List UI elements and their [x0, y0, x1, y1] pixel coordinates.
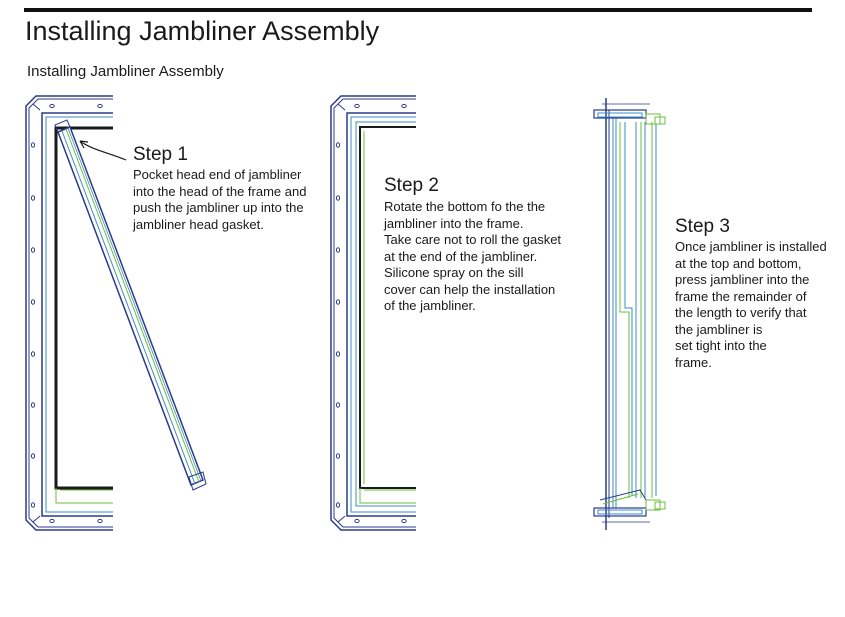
step1-line: into the head of the frame and [133, 183, 307, 199]
step2-frame-diagram [330, 95, 416, 531]
step1-frame-diagram [25, 95, 113, 531]
step3-line: frame. [675, 354, 712, 370]
step3-line: the length to verify that [675, 305, 807, 320]
step3-line: at the top and bottom, [675, 255, 802, 271]
page-title: Installing Jambliner Assembly [25, 16, 380, 46]
step2-line: Silicone spray on the sill [384, 265, 524, 280]
step2-line: cover can help the installation [384, 281, 556, 297]
step2-heading: Step 2 [384, 175, 439, 196]
step1-line: Pocket head end of jambliner [133, 167, 302, 182]
step1-line: push the jambliner up into the [133, 200, 304, 215]
step3-instructions: Once jambliner is installed at the top a… [675, 239, 827, 371]
page-subtitle: Installing Jambliner Assembly [27, 63, 224, 80]
step1-heading: Step 1 [133, 144, 188, 165]
step3-heading: Step 3 [675, 216, 730, 237]
step3-line: Once jambliner is installed [675, 239, 827, 254]
step3-line: frame the remainder of [675, 288, 807, 304]
step3-line: press jambliner into the [675, 272, 810, 287]
step2-line: Take care not to roll the gasket [384, 232, 562, 247]
step1-line: jambliner head gasket. [133, 216, 264, 232]
step3-section-diagram [593, 98, 666, 530]
step2-instructions: Rotate the bottom fo the the jambliner i… [384, 199, 561, 315]
step2-line: jambliner into the frame. [384, 215, 524, 231]
step1-instructions: Pocket head end of jambliner into the he… [133, 167, 306, 233]
step2-line: of the jambliner. [384, 298, 476, 313]
step1-tilted-jambliner [54, 119, 207, 491]
step3-line: the jambliner is [675, 321, 763, 337]
step1-pointer-arrow [79, 140, 127, 161]
step3-line: set tight into the [675, 338, 767, 353]
step2-line: Rotate the bottom fo the the [384, 199, 546, 214]
top-rule [24, 8, 812, 12]
step2-line: at the end of the jambliner. [384, 248, 538, 264]
